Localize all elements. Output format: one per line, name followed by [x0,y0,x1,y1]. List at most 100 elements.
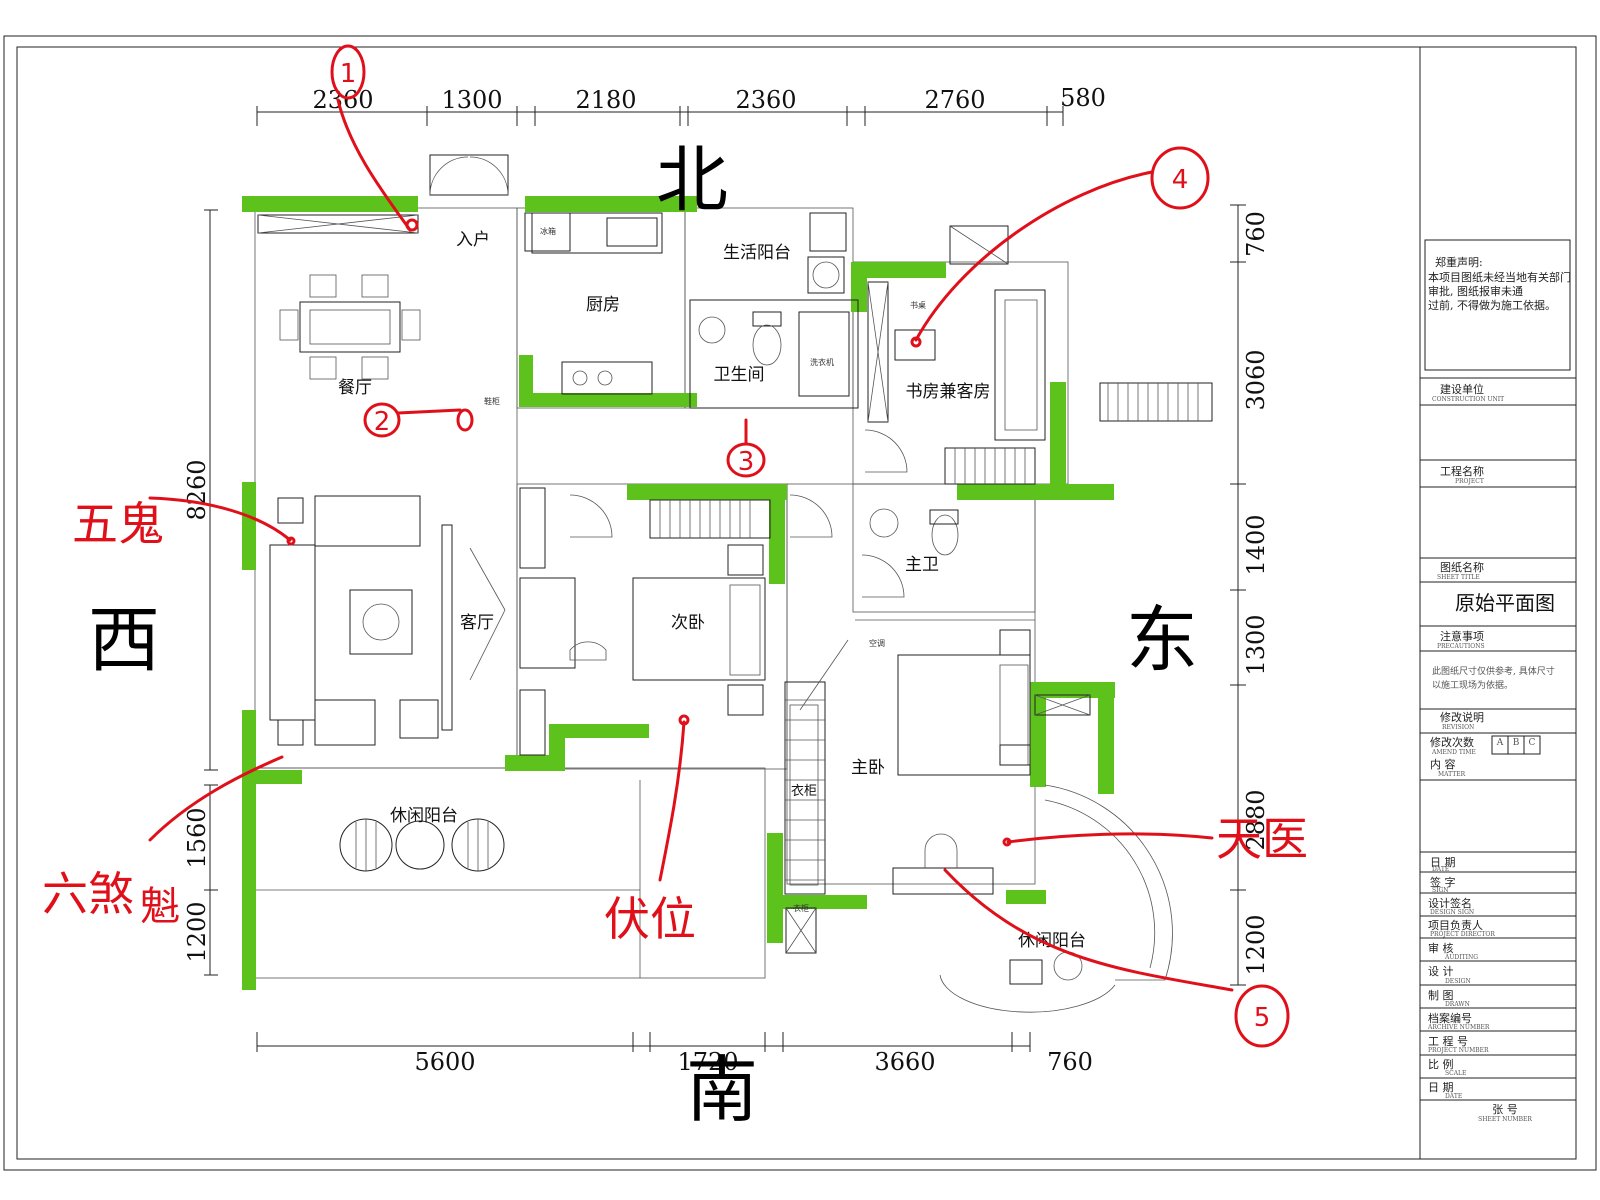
tb-notes-en: PRECAUTIONS [1437,643,1485,650]
outer-border [3,35,1597,1171]
dim-top-1: 2360 [312,86,373,114]
dim-left-2: 1560 [183,807,211,868]
tb-revision-label: 修改说明 [1440,710,1484,724]
tb-revision-col-b: B [1513,738,1520,748]
tb-row-10-en: SCALE [1445,1070,1466,1077]
dim-right-3: 1400 [1242,514,1270,575]
tb-notes-line-2: 以施工现场为依据。 [1432,679,1513,691]
marker-1-circle [330,44,366,100]
dim-bottom-2: 1720 [677,1048,738,1076]
tb-sheet-title-label: 图纸名称 [1440,560,1484,574]
marker-5: 5 [1254,1003,1271,1033]
tb-revision-count-en: AMEND TIME [1431,749,1476,756]
dimension-lines [204,106,1246,1052]
anno-liusha: 六煞 [42,867,134,921]
tb-row-1: 日 期 [1430,856,1456,869]
direction-north: 北 [656,138,728,222]
tb-sheet-no-en: SHEET NUMBER [1478,1116,1532,1123]
marker-5-circle [1234,984,1290,1048]
tb-revision-en: REVISION [1442,724,1474,731]
inner-border [16,46,1577,1160]
label-living: 客厅 [460,613,494,633]
tb-row-7: 制 图 [1428,989,1454,1002]
dim-right-2: 3060 [1242,349,1270,410]
tb-signature-rows: 日 期 DATE 签 字 SIGN 设计签名 DESIGN SIGN 项目负责人… [1420,851,1576,1123]
tb-content-en: MATTER [1438,771,1466,778]
tb-row-9: 工 程 号 [1428,1035,1468,1048]
tb-row-3: 设计签名 [1428,896,1472,910]
title-block: 郑重声明: 本项目图纸未经当地有关部门 审批, 图纸报审未通 过前, 不得做为施… [1419,47,1576,1159]
tb-row-11: 日 期 [1428,1081,1454,1094]
tb-row-2-en: SIGN [1432,887,1449,894]
label-study-desk: 书桌 [910,300,926,310]
direction-west: 西 [88,598,160,682]
dim-right-1: 760 [1242,211,1270,257]
dim-bottom-4: 760 [1047,1048,1093,1076]
marker-1-arrow [336,98,412,232]
label-dining: 餐厅 [338,378,372,398]
dim-bottom-1: 5600 [414,1048,475,1076]
label-kitchen: 厨房 [586,295,620,315]
tb-row-5: 审 核 [1428,941,1454,955]
tb-content: 内 容 [1430,757,1456,771]
label-second-bedroom: 次卧 [671,613,705,633]
tb-row-4-en: PROJECT DIRECTOR [1430,931,1495,938]
tb-revision-count: 修改次数 [1430,735,1474,749]
tb-row-9-en: PROJECT NUMBER [1428,1047,1489,1054]
label-leisure-balcony-west: 休闲阳台 [390,806,458,826]
anno-fuwei: 伏位 [604,892,696,946]
dim-left-3: 1200 [183,901,211,962]
tb-statement-line-2: 审批, 图纸报审未通 [1428,284,1523,298]
tb-project-name-en: PROJECT [1455,478,1484,485]
wall-outlines [254,207,1069,979]
tb-sheet-title: 原始平面图 [1455,591,1555,615]
tb-revision-col-a: A [1496,738,1504,748]
tb-project-name: 工程名称 [1440,464,1484,478]
marker-5-arrow [943,868,1234,992]
marker-4-arrow [914,170,1154,342]
tb-row-8-en: ARCHIVE NUMBER [1427,1024,1490,1031]
tb-construction-unit-en: CONSTRUCTION UNIT [1432,396,1504,403]
fixtures [257,154,1213,1013]
tb-sheet-title-en: SHEET TITLE [1437,574,1480,581]
marker-1: 1 [340,59,357,89]
label-master-bedroom: 主卧 [851,758,885,778]
marker-3: 3 [738,447,755,477]
room-labels: 入户 餐厅 厨房 生活阳台 卫生间 书房兼客房 客厅 次卧 主卫 主卧 休闲阳台… [338,226,1086,951]
label-entrance: 入户 [456,230,490,250]
tb-statement-line-3: 过前, 不得做为施工依据。 [1428,298,1556,312]
marker-4-circle [1150,146,1210,210]
load-bearing-walls [242,196,1115,990]
direction-south: 南 [686,1048,758,1132]
label-walkin-closet: 衣柜 [791,783,817,799]
dim-top-6: 580 [1060,84,1106,112]
dim-right-5: 2880 [1242,789,1270,850]
label-study: 书房兼客房 [906,382,991,402]
dim-left-1: 8260 [183,459,211,520]
label-master-bath: 主卫 [905,555,939,575]
tb-notes-line-1: 此图纸尺寸仅供参考, 具体尺寸 [1432,665,1555,677]
dim-top-2: 1300 [441,86,502,114]
tb-row-5-en: AUDITING [1444,954,1478,961]
label-washer: 洗衣机 [810,357,834,367]
dim-right-6: 1200 [1242,914,1270,975]
label-fridge: 冰箱 [540,226,556,236]
hand-annotations: 1 2 3 4 5 五鬼 六煞 魁 伏位 天医 [42,44,1308,1048]
tb-row-4: 项目负责人 [1428,918,1483,932]
tb-statement-line-1: 本项目图纸未经当地有关部门 [1428,270,1571,284]
label-wardrobe: 衣柜 [793,903,809,913]
label-shoe-cabinet: 鞋柜 [484,396,500,406]
dim-top-4: 2360 [735,86,796,114]
tb-row-2: 签 字 [1430,875,1456,889]
anno-wugui: 五鬼 [72,497,164,551]
tb-revision-col-c: C [1529,738,1536,748]
dim-top-5: 2760 [924,86,985,114]
tb-row-10: 比 例 [1428,1057,1454,1071]
label-bathroom: 卫生间 [714,365,765,385]
anno-liusha-2: 魁 [140,884,180,930]
tb-statement-title: 郑重声明: [1435,255,1483,269]
tb-row-3-en: DESIGN SIGN [1430,909,1474,916]
anno-tianyi: 天医 [1216,812,1308,866]
tb-sheet-no: 张 号 [1492,1103,1518,1116]
